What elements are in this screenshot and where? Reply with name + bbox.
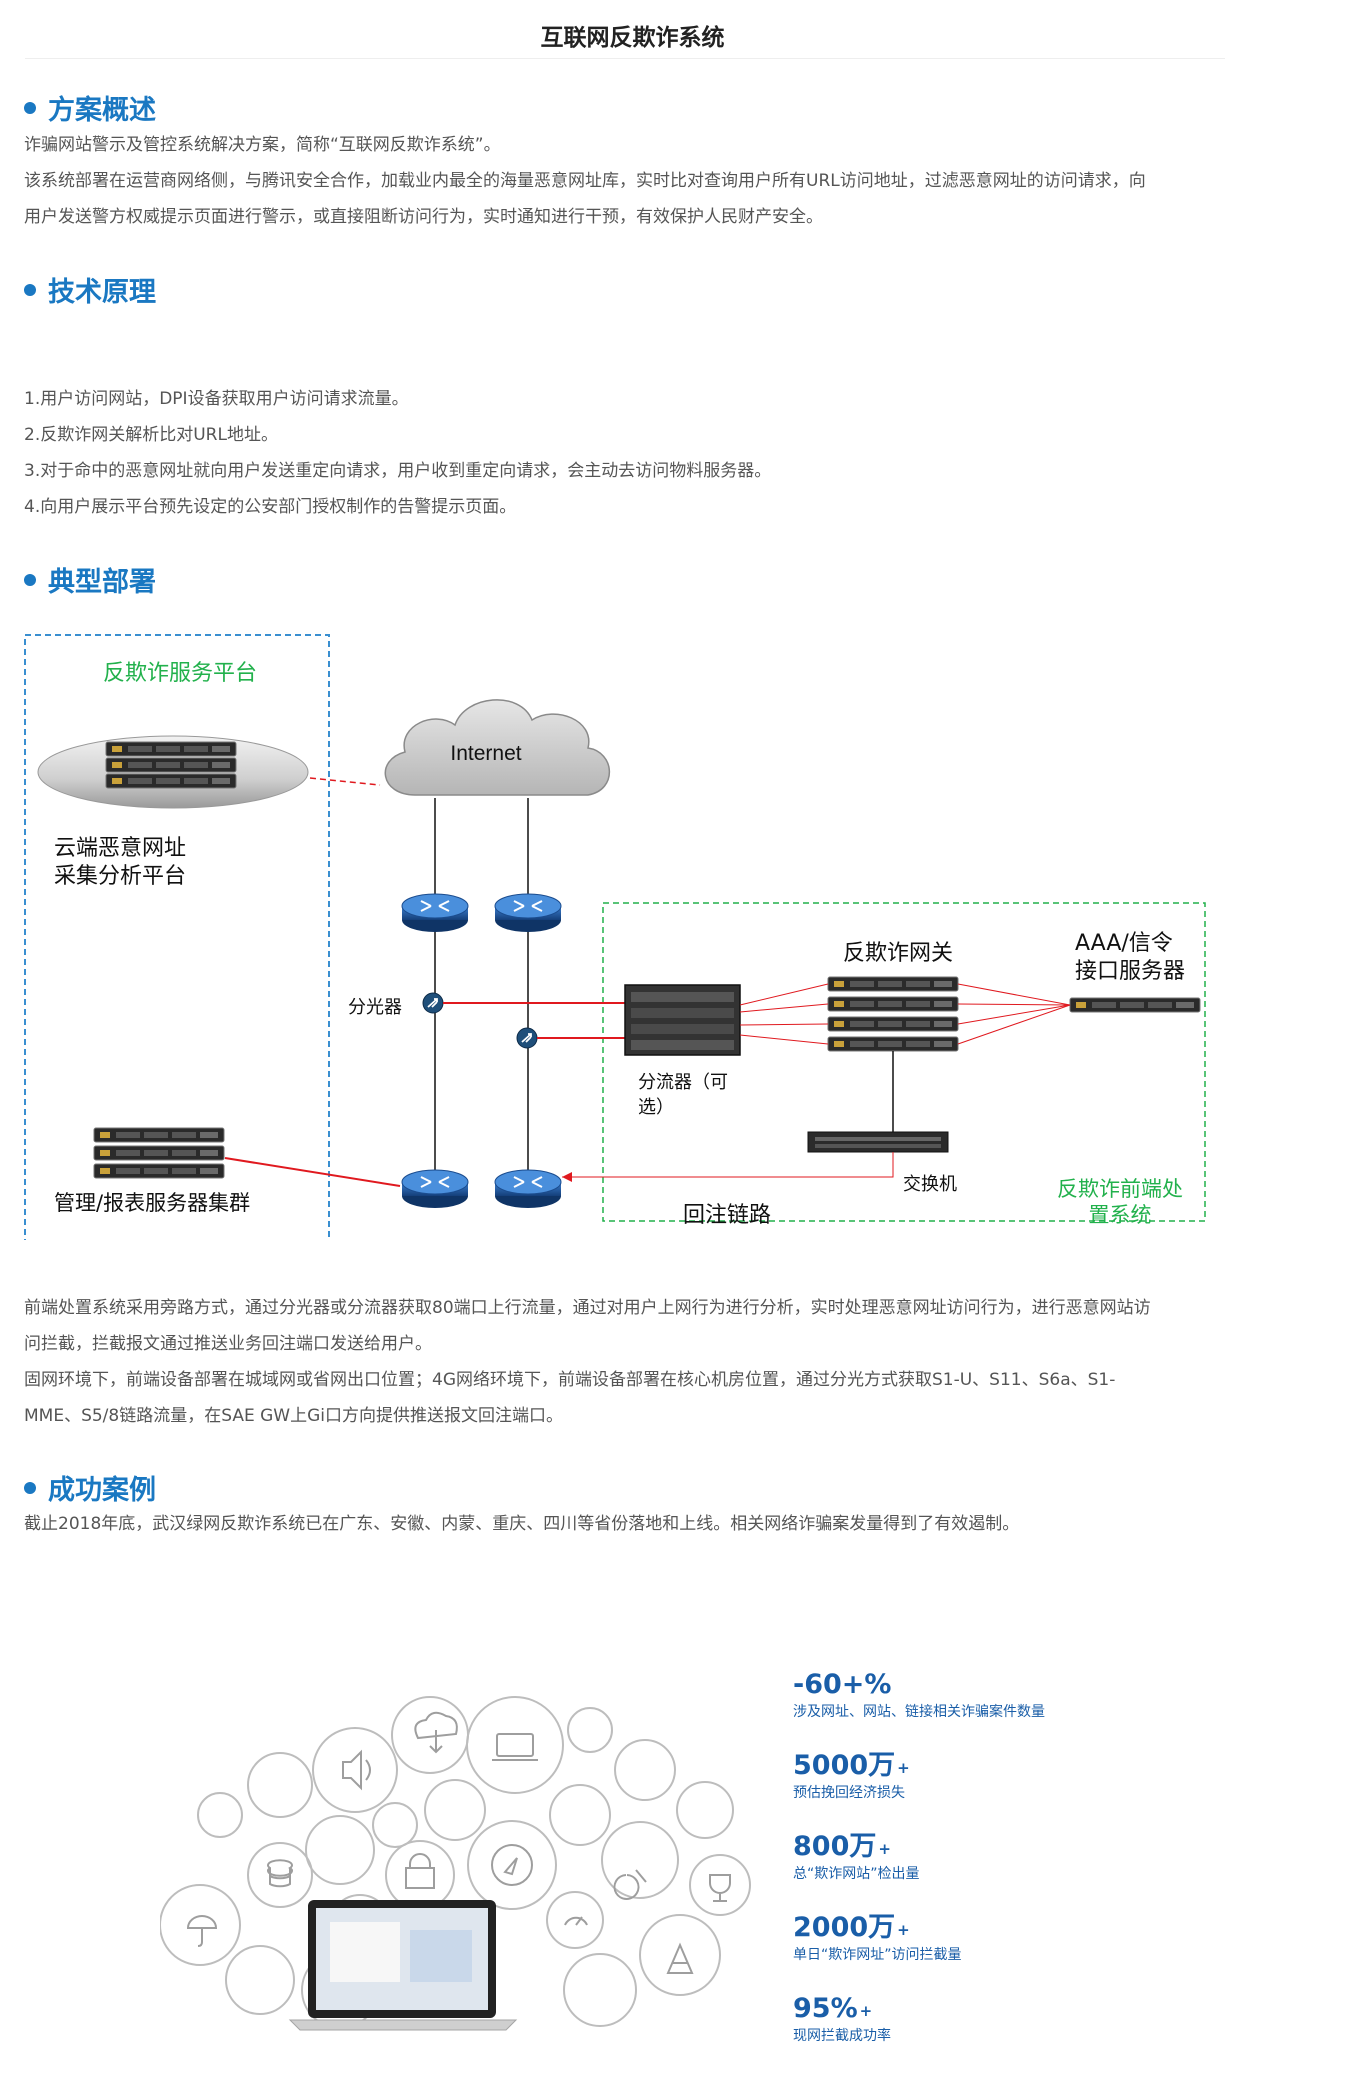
gear-icon	[197, 1792, 243, 1838]
stat-value: 800万+	[793, 1831, 891, 1862]
stat-item: 5000万+ 预估挽回经济损失	[793, 1749, 1045, 1830]
stat-item: -60+% 涉及网址、网站、链接相关诈骗案件数量	[793, 1668, 1045, 1749]
title-divider	[25, 58, 1225, 59]
principle-step-3: 3.对于命中的恶意网址就向用户发送重定向请求，用户收到重定向请求，会主动去访问物…	[24, 461, 772, 481]
stat-value: -60+%	[793, 1669, 892, 1700]
section-heading-text: 成功案例	[48, 1475, 156, 1506]
section-heading-text: 典型部署	[48, 567, 156, 598]
principle-step-1: 1.用户访问网站，DPI设备获取用户访问请求流量。	[24, 389, 409, 409]
reinject-label: 回注链路	[683, 1203, 771, 1228]
stat-value: 2000万+	[793, 1912, 910, 1943]
principle-step-4: 4.向用户展示平台预先设定的公安部门授权制作的告警提示页面。	[24, 497, 517, 517]
internet-cloud-icon	[384, 699, 611, 796]
bullet-dot-icon	[24, 1482, 36, 1494]
switch-icon	[807, 1131, 949, 1153]
shield-icon	[225, 1945, 295, 2015]
copy-icon	[563, 1953, 637, 2027]
splitter-icon	[516, 1027, 538, 1049]
cases-paragraph-1: 截止2018年底，武汉绿网反欺诈系统已在广东、安徽、内蒙、重庆、四川等省份落地和…	[24, 1514, 1020, 1534]
stat-description: 预估挽回经济损失	[793, 1785, 905, 1801]
cloud-platform-label-2: 采集分析平台	[54, 864, 186, 889]
edit-icon	[372, 1802, 418, 1848]
cone-icon	[639, 1914, 721, 1996]
deployment-paragraph-4: MME、S5/8链路流量，在SAE GW上Gi口方向提供推送报文回注端口。	[24, 1406, 563, 1426]
shunt-label-2: 选）	[638, 1097, 674, 1118]
deployment-diagram: 反欺诈服务平台 云端恶意网址 采集分析平台 Internet 分光器	[24, 634, 1206, 1240]
calendar-icon	[424, 1779, 486, 1841]
cases-illustration	[160, 1696, 751, 2031]
stat-item: 2000万+ 单日“欺诈网址”访问拦截量	[793, 1911, 1045, 1992]
router-icon	[494, 1169, 562, 1209]
overview-paragraph-1: 诈骗网站警示及管控系统解决方案，简称“互联网反欺诈系统”。	[24, 135, 501, 155]
frontend-title-1: 反欺诈前端处	[1057, 1177, 1183, 1201]
home-icon	[676, 1781, 734, 1839]
stat-description: 现网拦截成功率	[793, 2028, 891, 2044]
bullet-dot-icon	[24, 574, 36, 586]
switch-label: 交换机	[903, 1174, 957, 1195]
umbrella-icon	[160, 1884, 241, 1966]
stat-description: 单日“欺诈网址”访问拦截量	[793, 1947, 962, 1963]
gateway-label: 反欺诈网关	[843, 941, 953, 966]
internet-label: Internet	[450, 742, 521, 765]
stat-value: 5000万+	[793, 1750, 910, 1781]
frontend-boundary	[602, 902, 1206, 1222]
deployment-paragraph-3: 固网环境下，前端设备部署在城域网或省网出口位置；4G网络环境下，前端设备部署在核…	[24, 1370, 1116, 1390]
overview-paragraph-3: 用户发送警方权威提示页面进行警示，或直接阻断访问行为，实时通知进行干预，有效保护…	[24, 207, 823, 227]
router-icon	[401, 1169, 469, 1209]
frontend-title-2: 置系统	[1089, 1203, 1152, 1227]
deployment-paragraph-2: 问拦截，拦截报文通过推送业务回注端口发送给用户。	[24, 1334, 432, 1354]
bullet-dot-icon	[24, 102, 36, 114]
principle-step-2: 2.反欺诈网关解析比对URL地址。	[24, 425, 278, 445]
stat-value: 95%+	[793, 1993, 873, 2024]
search-icon	[601, 1821, 679, 1899]
printer-icon	[305, 1815, 375, 1885]
mobile-icon	[567, 1707, 613, 1753]
section-heading-principle: 技术原理	[24, 270, 156, 309]
database-icon	[247, 1842, 313, 1908]
compass-icon	[467, 1820, 557, 1910]
section-heading-text: 方案概述	[48, 95, 156, 126]
laptop-icon	[466, 1696, 564, 1794]
aaa-label-2: 接口服务器	[1075, 959, 1185, 984]
stats-list: -60+% 涉及网址、网站、链接相关诈骗案件数量 5000万+ 预估挽回经济损失…	[793, 1668, 1045, 2073]
cloud-platform-label-1: 云端恶意网址	[54, 836, 186, 861]
chat-icon	[549, 1784, 611, 1846]
page-title: 互联网反欺诈系统	[540, 25, 725, 51]
platform-title: 反欺诈服务平台	[103, 661, 257, 686]
aaa-label-1: AAA/信令	[1075, 931, 1173, 956]
router-icon	[401, 893, 469, 933]
cloud-download-icon	[391, 1696, 469, 1774]
stat-item: 95%+ 现网拦截成功率	[793, 1992, 1045, 2073]
overview-paragraph-2: 该系统部署在运营商网络侧，与腾讯安全合作，加载业内最全的海量恶意网址库，实时比对…	[24, 171, 1146, 191]
section-heading-cases: 成功案例	[24, 1468, 156, 1507]
pencil-icon	[614, 1739, 676, 1801]
speaker-icon	[312, 1727, 398, 1813]
bullet-dot-icon	[24, 284, 36, 296]
presentation-icon	[247, 1752, 313, 1818]
section-heading-overview: 方案概述	[24, 88, 156, 127]
platform-cloud-link	[309, 777, 381, 786]
splitter-icon	[422, 992, 444, 1014]
splitter-label: 分光器	[348, 997, 402, 1018]
stat-description: 总“欺诈网站”检出量	[793, 1866, 920, 1882]
mgmt-cluster-label: 管理/报表服务器集群	[54, 1191, 250, 1215]
deployment-paragraph-1: 前端处置系统采用旁路方式，通过分光器或分流器获取80端口上行流量，通过对用户上网…	[24, 1298, 1151, 1318]
section-heading-deployment: 典型部署	[24, 560, 156, 599]
trophy-icon	[689, 1854, 751, 1916]
stat-description: 涉及网址、网站、链接相关诈骗案件数量	[793, 1704, 1045, 1720]
stat-item: 800万+ 总“欺诈网站”检出量	[793, 1830, 1045, 1911]
section-heading-text: 技术原理	[48, 277, 156, 308]
speedometer-icon	[546, 1891, 604, 1949]
router-icon	[494, 893, 562, 933]
shunt-label-1: 分流器（可	[638, 1072, 728, 1093]
lock-icon	[385, 1840, 455, 1910]
platform-boundary	[24, 634, 330, 1240]
